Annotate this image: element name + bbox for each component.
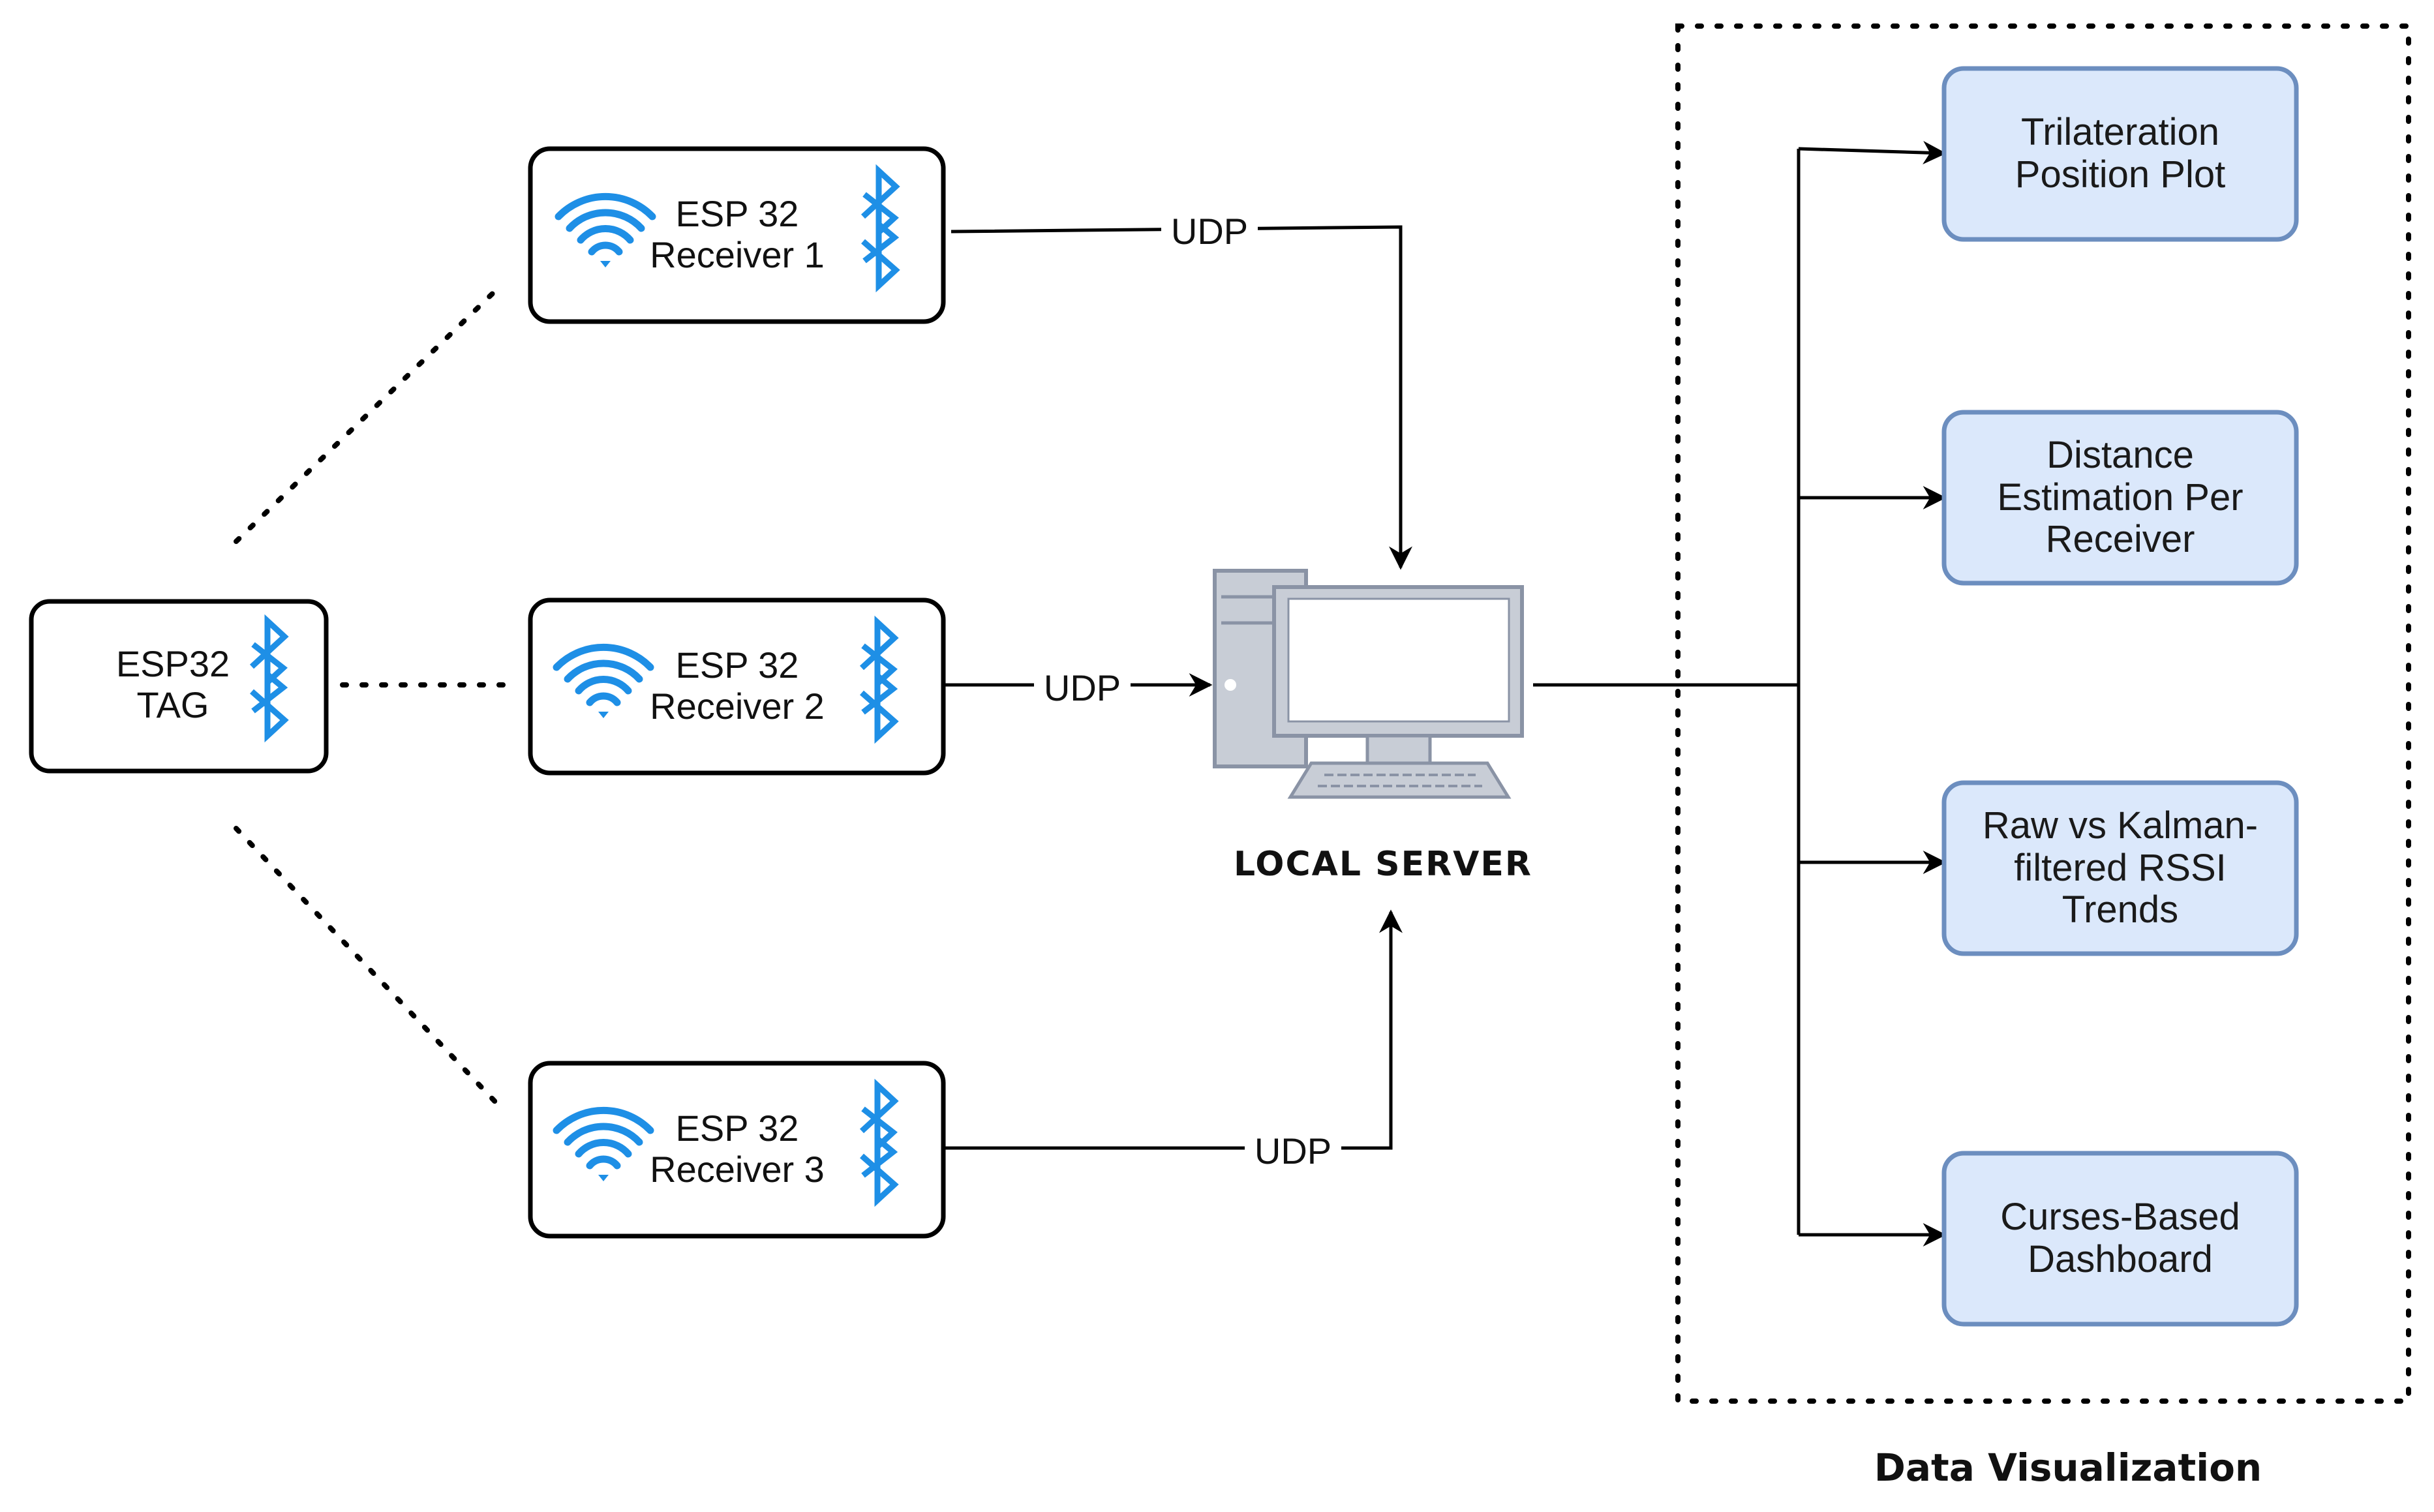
- tag-label-line2: TAG: [136, 684, 209, 725]
- viz-label-trilateration: Trilateration Position Plot: [2015, 111, 2226, 196]
- tag-link-receiver-3: [234, 826, 498, 1105]
- receiver-2-label: ESP 32 Receiver 2: [639, 637, 835, 735]
- server-label: LOCAL SERVER: [1234, 844, 1532, 884]
- receiver-1-node: [528, 146, 946, 324]
- visualization-group-border: [1675, 23, 2411, 1404]
- viz-box-distance: [1941, 410, 2299, 586]
- receiver-1-line1: ESP 32: [675, 193, 799, 235]
- udp-edge-receiver-3: [943, 909, 1403, 1150]
- udp-label-3: UDP: [1245, 1128, 1341, 1174]
- viz-label-dashboard: Curses-Based Dashboard: [2000, 1196, 2240, 1280]
- edge-to-trilateration: [1798, 140, 1947, 164]
- visualization-boxes: [1941, 66, 2299, 1327]
- receiver-2-line1: ESP 32: [675, 644, 799, 686]
- udp-label-2: UDP: [1034, 665, 1131, 711]
- viz-label-rssi: Raw vs Kalman- filtered RSSI Trends: [1982, 804, 2259, 931]
- tag-label: ESP32 TAG: [98, 636, 248, 734]
- computer-icon: [1213, 569, 1524, 799]
- udp-label-1: UDP: [1161, 209, 1258, 254]
- receiver-3-label: ESP 32 Receiver 3: [639, 1100, 835, 1198]
- receiver-1-line2: Receiver 1: [650, 234, 825, 275]
- esp32-tag-node: [29, 599, 329, 774]
- visualization-edges: [1533, 140, 1947, 1247]
- tag-link-receiver-1: [234, 291, 495, 544]
- tag-links: [234, 291, 518, 1105]
- viz-label-distance: Distance Estimation Per Receiver: [1997, 433, 2244, 561]
- receiver-1-label: ESP 32 Receiver 1: [639, 186, 835, 284]
- receiver-3-line2: Receiver 3: [650, 1149, 825, 1190]
- viz-box-trilateration: [1941, 66, 2299, 242]
- visualization-group-label: Data Visualization: [1874, 1445, 2262, 1490]
- viz-box-dashboard: [1941, 1151, 2299, 1327]
- receiver-2-line2: Receiver 2: [650, 686, 825, 727]
- receiver-3-line1: ESP 32: [675, 1108, 799, 1149]
- udp-edge-receiver-1: [951, 225, 1412, 570]
- tag-label-line1: ESP32: [115, 643, 230, 685]
- viz-box-rssi: [1941, 780, 2299, 956]
